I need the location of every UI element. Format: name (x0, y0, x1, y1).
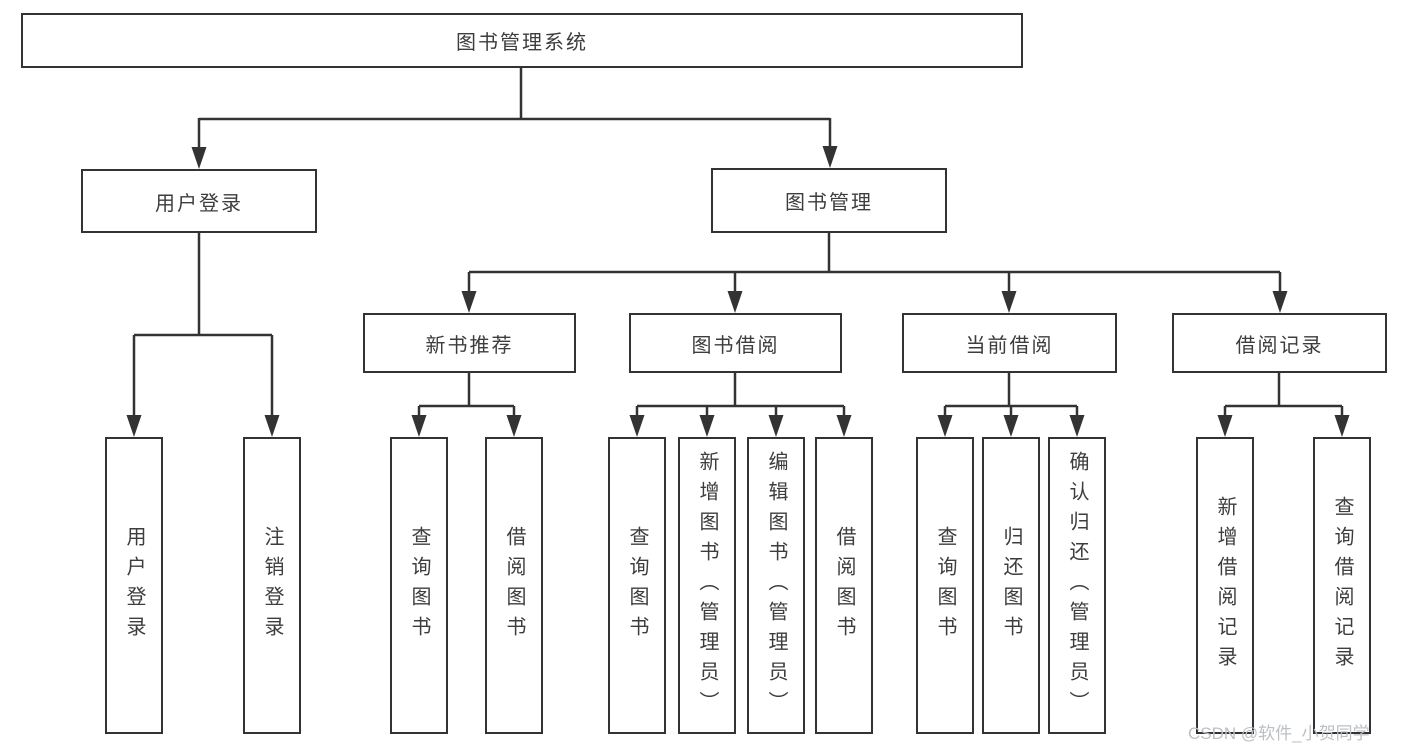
leaf-borrow-books-recommend: 借阅图书 (485, 437, 543, 734)
node-book-management: 图书管理 (711, 168, 947, 233)
leaf-add-borrow-record: 新增借阅记录 (1196, 437, 1254, 734)
node-new-book-recommendation: 新书推荐 (363, 313, 576, 373)
node-root-label: 图书管理系统 (456, 32, 588, 54)
leaf-borrow-books-borrow: 借阅图书 (815, 437, 873, 734)
leaf-query-books-recommend-label: 查询图书 (408, 525, 430, 646)
leaf-return-books: 归还图书 (982, 437, 1040, 734)
leaf-query-borrow-record-label: 查询借阅记录 (1331, 495, 1353, 676)
node-root: 图书管理系统 (21, 13, 1023, 68)
leaf-confirm-return-admin: 确认归还（管理员） (1048, 437, 1106, 734)
leaf-confirm-return-admin-label: 确认归还（管理员） (1066, 450, 1088, 721)
node-user-login-label: 用户登录 (155, 192, 243, 215)
node-current-borrowing-label: 当前借阅 (965, 334, 1054, 357)
arrowheads (126, 146, 1350, 437)
node-user-login: 用户登录 (81, 169, 317, 233)
leaf-user-login: 用户登录 (105, 437, 163, 734)
leaf-query-books-current: 查询图书 (916, 437, 974, 734)
leaf-query-books-recommend: 查询图书 (390, 437, 448, 734)
leaf-add-borrow-record-label: 新增借阅记录 (1214, 495, 1236, 676)
node-new-book-recommendation-label: 新书推荐 (425, 334, 514, 357)
leaf-query-books-borrow-label: 查询图书 (626, 525, 648, 646)
leaf-add-books-admin-label: 新增图书（管理员） (696, 450, 718, 721)
leaf-add-books-admin: 新增图书（管理员） (678, 437, 736, 734)
leaf-logout: 注销登录 (243, 437, 301, 734)
node-book-borrowing-label: 图书借阅 (691, 334, 780, 357)
leaf-query-borrow-record: 查询借阅记录 (1313, 437, 1371, 734)
leaf-edit-books-admin: 编辑图书（管理员） (747, 437, 805, 734)
node-book-borrowing: 图书借阅 (629, 313, 842, 373)
leaf-query-books-borrow: 查询图书 (608, 437, 666, 734)
node-book-management-label: 图书管理 (785, 192, 873, 214)
leaf-edit-books-admin-label: 编辑图书（管理员） (765, 450, 787, 721)
node-borrowing-records-label: 借阅记录 (1235, 334, 1324, 357)
node-current-borrowing: 当前借阅 (902, 313, 1117, 373)
leaf-borrow-books-borrow-label: 借阅图书 (833, 525, 855, 646)
csdn-watermark: CSDN @软件_小贺同学 (1188, 724, 1370, 743)
leaf-return-books-label: 归还图书 (1000, 525, 1022, 646)
leaf-logout-label: 注销登录 (261, 525, 283, 646)
node-borrowing-records: 借阅记录 (1172, 313, 1387, 373)
leaf-user-login-label: 用户登录 (123, 525, 145, 646)
leaf-query-books-current-label: 查询图书 (934, 525, 956, 646)
leaf-borrow-books-recommend-label: 借阅图书 (503, 525, 525, 646)
